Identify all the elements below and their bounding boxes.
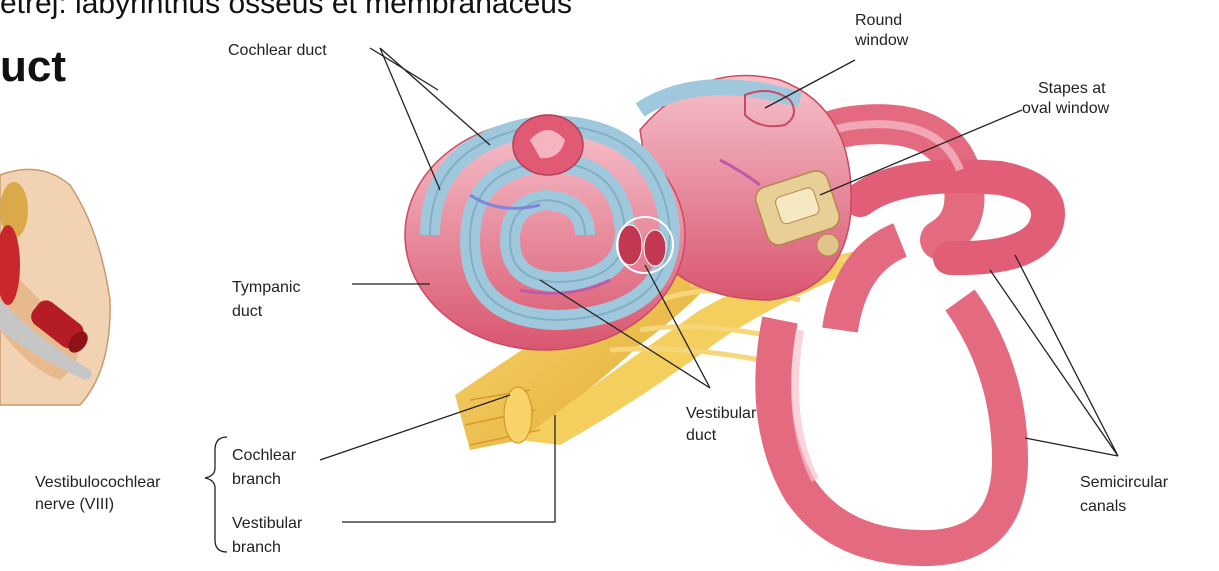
label-cochlear-duct: Cochlear duct	[228, 42, 327, 59]
ear-inset-illustration	[0, 169, 110, 405]
label-stapes-line2: oval window	[1022, 100, 1110, 117]
label-cochlear-branch-line1: Cochlear	[232, 447, 297, 464]
label-stapes-line1: Stapes at	[1038, 80, 1106, 97]
label-vestibular-duct-line2: duct	[686, 427, 717, 444]
label-vestibular-branch-line1: Vestibular	[232, 515, 303, 532]
label-tympanic-line1: Tympanic	[232, 279, 300, 296]
label-vestibular-branch-line2: branch	[232, 539, 281, 556]
label-cochlear-branch-line2: branch	[232, 471, 281, 488]
label-vestibular-duct-line1: Vestibular	[686, 405, 757, 422]
label-round-window-line2: window	[854, 32, 909, 49]
label-nerve-line2: nerve (VIII)	[35, 496, 114, 513]
label-semicircular-line2: canals	[1080, 498, 1126, 515]
label-nerve-line1: Vestibulocochlear	[35, 474, 161, 491]
label-round-window-line1: Round	[855, 12, 902, 29]
label-semicircular-line1: Semicircular	[1080, 474, 1169, 491]
label-tympanic-line2: duct	[232, 303, 263, 320]
